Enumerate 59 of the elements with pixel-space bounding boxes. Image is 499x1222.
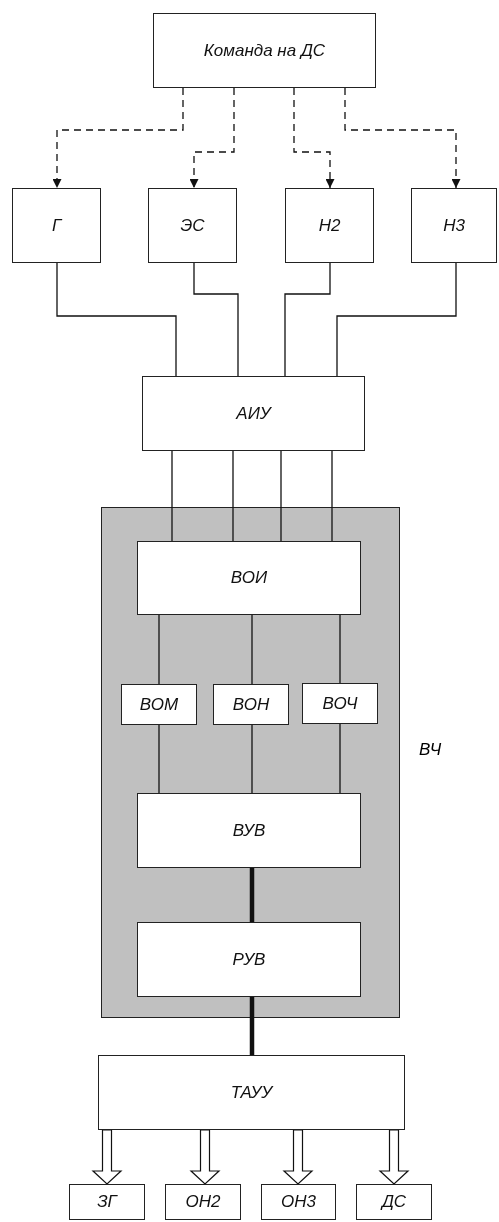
process-box: [411, 188, 497, 263]
connector-line: [171, 450, 173, 542]
box-label: ДС: [381, 1191, 407, 1213]
process-box: [98, 1055, 405, 1130]
arrow: [52, 87, 184, 189]
hollow-arrow: [378, 1129, 410, 1185]
box-label: ЭС: [180, 214, 205, 237]
process-box: [165, 1184, 241, 1220]
group-label: ВЧ: [419, 739, 442, 761]
hollow-arrow: [189, 1129, 221, 1185]
box-label: Н2: [318, 214, 341, 237]
connector-line: [280, 450, 282, 542]
connector-line: [158, 724, 160, 794]
connector-line: [331, 450, 333, 542]
connector-line: [158, 614, 160, 685]
box-label: ЗГ: [97, 1191, 117, 1213]
connector-line: [339, 614, 341, 684]
process-box: [356, 1184, 432, 1220]
box-label: ВОМ: [139, 693, 179, 716]
connector-line: [56, 262, 177, 377]
box-label: ОН3: [281, 1191, 316, 1213]
process-box: [285, 188, 374, 263]
connector-line: [251, 724, 253, 794]
process-box: [142, 376, 365, 451]
hollow-arrow: [282, 1129, 314, 1185]
box-label: РУВ: [232, 948, 266, 971]
box-label: ВОН: [232, 693, 270, 716]
connector-line: [249, 868, 255, 922]
process-box: [213, 684, 289, 725]
box-label: ВОЧ: [322, 692, 358, 715]
process-box: [137, 541, 361, 615]
box-label: Г: [51, 214, 62, 237]
connector-line: [339, 723, 341, 794]
box-label: ВУВ: [232, 819, 266, 842]
connector-line: [336, 262, 457, 377]
connector-line: [251, 614, 253, 685]
arrow: [189, 87, 235, 189]
process-box: [137, 922, 361, 997]
process-box: [121, 684, 197, 725]
process-box: [153, 13, 376, 88]
box-label: Команда на ДС: [203, 39, 326, 62]
process-box: [12, 188, 101, 263]
process-box: [137, 793, 361, 868]
process-box: [302, 683, 378, 724]
connector-line: [193, 262, 239, 377]
box-label: ОН2: [185, 1191, 221, 1213]
process-box: [148, 188, 237, 263]
process-box: [261, 1184, 336, 1220]
connector-line: [249, 997, 255, 1055]
connector-line: [284, 262, 331, 377]
arrow: [293, 87, 335, 189]
box-label: АИУ: [236, 402, 271, 425]
box-label: ВОИ: [230, 567, 268, 589]
process-box: [69, 1184, 145, 1220]
box-label: ТАУУ: [230, 1081, 273, 1104]
arrow: [344, 87, 461, 189]
box-label: Н3: [443, 214, 465, 237]
connector-line: [232, 450, 234, 542]
hollow-arrow: [91, 1129, 123, 1185]
